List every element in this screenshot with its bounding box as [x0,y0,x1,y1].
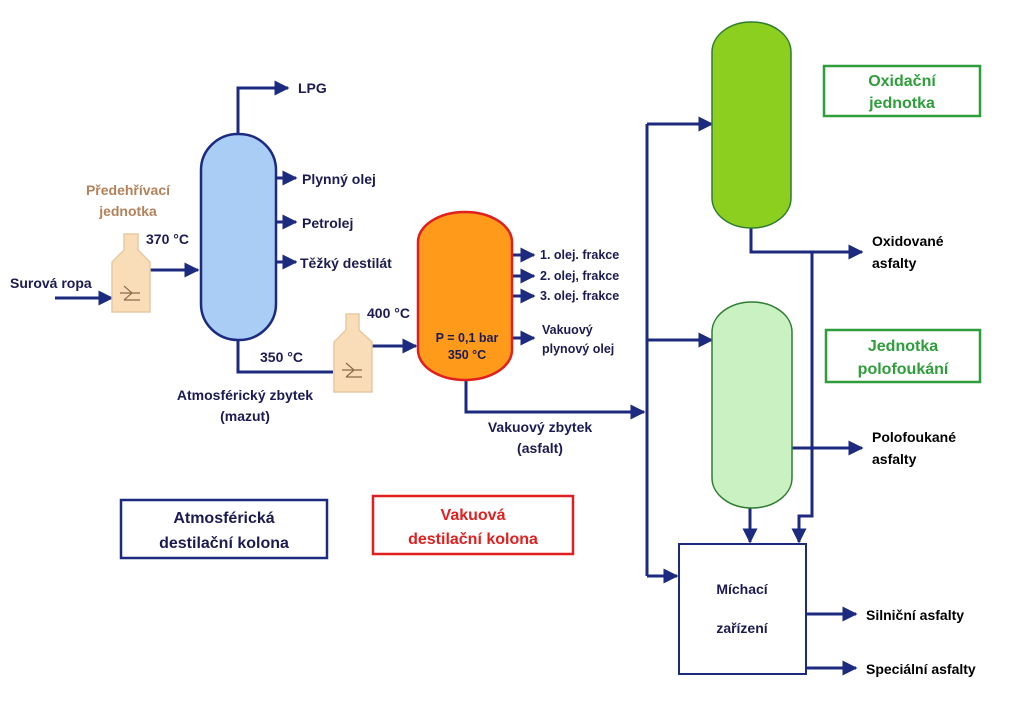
kerosene-label: Petrolej [302,215,353,231]
legend-oxidation: Oxidační jednotka [822,64,982,118]
legend-oxidation-box [822,64,982,118]
vac-residue-label-line1: Vakuový zbytek [488,419,592,435]
semiblow-unit [711,301,793,509]
legend-vacuum-line1: Vakuová [441,507,506,524]
preheater-2-body [333,313,373,393]
legend-semiblow: Jednotka polofoukání [824,328,982,384]
legend-vacuum-box [371,494,575,556]
legend-semiblow-line2: polofoukání [858,361,949,378]
legend-atmospheric-line1: Atmosférická [173,510,274,527]
temp-400-label: 400 °C [367,305,410,321]
temp-370-label: 370 °C [146,231,189,247]
special-asphalt-label: Speciální asfalty [866,661,976,677]
preheater-1 [111,233,151,313]
legend-semiblow-box [824,328,982,384]
legend-atmospheric-line2: destilační kolona [159,535,289,552]
lpg-line [236,80,290,134]
heavy-distillate-label: Těžký destilát [300,255,392,271]
road-asphalt-label: Silniční asfalty [866,607,964,623]
oxidation-outlet-line [749,226,864,260]
fraction3-label: 3. olej. frakce [540,289,619,303]
vacuum-column [416,210,514,382]
fraction2-label: 2. olej, frakce [540,269,619,283]
vac-gas-oil-label-line1: Vakuový [542,323,593,337]
atm-residue-label-line1: Atmosférický zbytek [177,387,313,403]
mixing-unit [678,543,807,675]
legend-vacuum: Vakuová destilační kolona [371,494,575,556]
vac-residue-line [464,378,646,420]
legend-atmospheric: Atmosférická destilační kolona [119,498,329,560]
atmospheric-column [199,132,278,342]
vac-temp-label: 350 °C [448,348,486,362]
preheat-label-line2: jednotka [98,203,157,219]
atm-residue-label-line2: (mazut) [220,408,270,424]
oxidized-to-mixer-line [791,252,814,544]
legend-oxidation-line2: jednotka [868,95,935,112]
semiblown-label-line1: Polofoukané [872,429,956,445]
vac-pressure-label: P = 0,1 bar [436,331,499,345]
mixer-label-line1: Míchací [716,581,768,597]
preheat-label-line1: Předehřívací [86,182,171,198]
gas-oil-label: Plynný olej [302,171,376,187]
preheater-2-coil-icon [342,362,362,378]
crude-label: Surová ropa [10,275,92,291]
legend-semiblow-line1: Jednotka [868,338,938,355]
atm-residue-line [236,340,333,374]
legend-vacuum-line2: destilační kolona [408,531,538,548]
fraction1-label: 1. olej. frakce [540,248,619,262]
lpg-label: LPG [298,80,327,96]
legend-oxidation-line1: Oxidační [868,73,936,90]
semiblown-label-line2: asfalty [872,451,917,467]
mixer-label-line2: zařízení [716,620,768,636]
vac-gas-oil-label-line2: plynový olej [542,342,614,356]
oxidized-label-line1: Oxidované [872,233,944,249]
oxidized-label-line2: asfalty [872,255,917,271]
preheater-2 [333,313,373,393]
flow-lines [55,80,864,676]
preheater-1-coil-icon [120,285,140,301]
legend-atmospheric-box [119,498,329,560]
vac-residue-label-line2: (asfalt) [517,440,563,456]
oxidation-unit [711,21,792,229]
atm-bottom-temp-label: 350 °C [260,349,303,365]
